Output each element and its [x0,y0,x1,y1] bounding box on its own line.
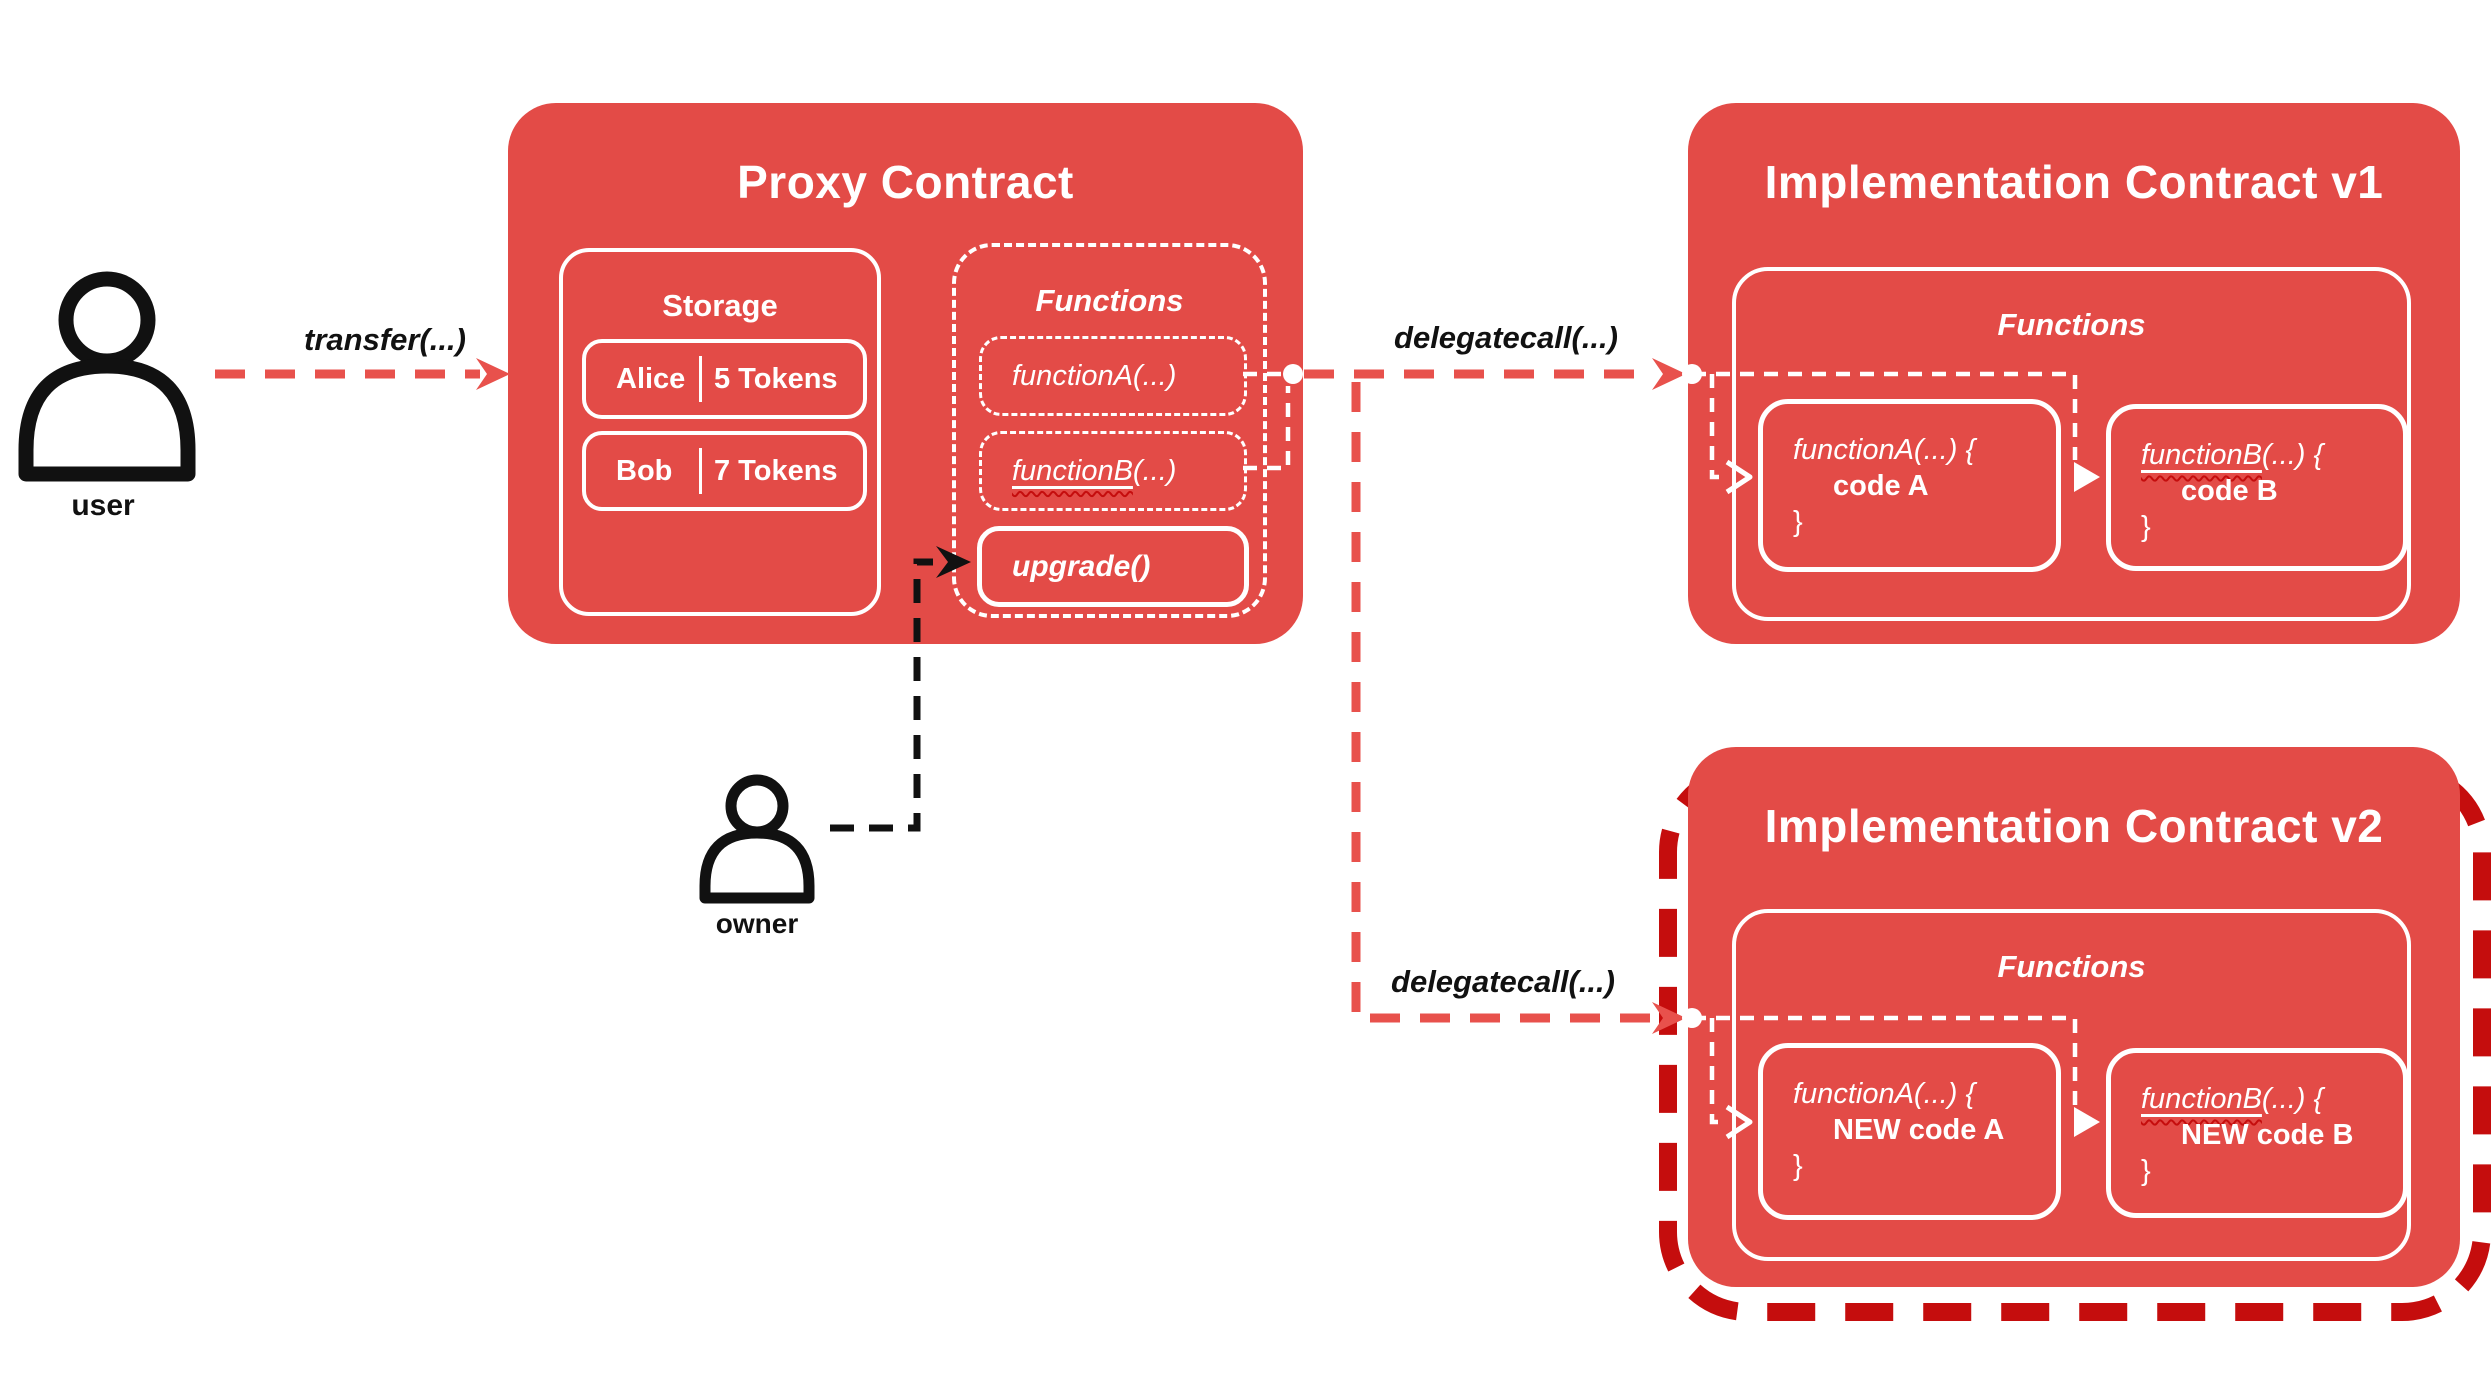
transfer-label: transfer(...) [304,322,466,357]
storage-row-alice: Alice 5 Tokens [582,339,867,419]
proxy-title: Proxy Contract [737,156,1074,208]
divider [699,448,702,494]
v1-functions-title: Functions [1997,307,2146,342]
v1-functions-box: Functions functionA(...) { code A } func… [1732,267,2411,621]
implementation-v1-box: Implementation Contract v1 Functions fun… [1688,103,2460,644]
proxy-functions-box: Functions functionA(...) functionB(...) … [952,243,1267,618]
function-body: NEW code A [1833,1114,2005,1146]
function-close: } [1793,1150,1803,1182]
function-close: } [2141,511,2151,543]
function-body: code B [2181,475,2278,507]
function-b-label: functionB(...) [1012,454,1177,487]
function-close: } [1793,506,1803,538]
upgrade-label: upgrade() [1012,549,1151,583]
v1-title: Implementation Contract v1 [1764,156,2384,208]
v2-title: Implementation Contract v2 [1764,800,2384,852]
functions-title: Functions [1035,283,1184,318]
function-signature: functionA(...) { [1793,1078,1976,1110]
storage-value: 7 Tokens [714,454,838,487]
v1-function-b-box: functionB(...) { code B } [2106,404,2408,571]
v2-functions-box: Functions functionA(...) { NEW code A } … [1732,909,2411,1261]
storage-key: Bob [616,454,673,487]
divider [699,356,702,402]
function-body: code A [1833,470,1929,502]
v2-function-a-box: functionA(...) { NEW code A } [1758,1043,2061,1220]
function-close: } [2141,1155,2151,1187]
proxy-function-b-slot: functionB(...) [979,431,1247,511]
proxy-contract-box: Proxy Contract Storage Alice 5 Tokens Bo… [508,103,1303,644]
function-a-label: functionA(...) [1012,359,1177,392]
proxy-function-a-slot: functionA(...) [979,336,1247,416]
owner-label: owner [715,908,799,939]
v2-functions-title: Functions [1997,949,2146,984]
delegatecall-v1-label: delegatecall(...) [1394,320,1618,355]
storage-row-bob: Bob 7 Tokens [582,431,867,511]
upgrade-slot: upgrade() [977,526,1249,607]
implementation-v2-box: Implementation Contract v2 Functions fun… [1688,747,2460,1287]
storage-value: 5 Tokens [714,362,838,395]
function-signature: functionA(...) { [1793,434,1976,466]
user-label: user [71,489,135,522]
function-signature: functionB(...) { [2141,439,2324,471]
storage-title: Storage [662,288,778,323]
v2-function-b-box: functionB(...) { NEW code B } [2106,1048,2408,1218]
v1-function-a-box: functionA(...) { code A } [1758,399,2061,572]
storage-key: Alice [616,362,686,395]
function-body: NEW code B [2181,1119,2354,1151]
delegatecall-v2-label: delegatecall(...) [1391,964,1615,999]
function-signature: functionB(...) { [2141,1083,2324,1115]
storage-box: Storage Alice 5 Tokens Bob 7 Tokens [559,248,881,616]
